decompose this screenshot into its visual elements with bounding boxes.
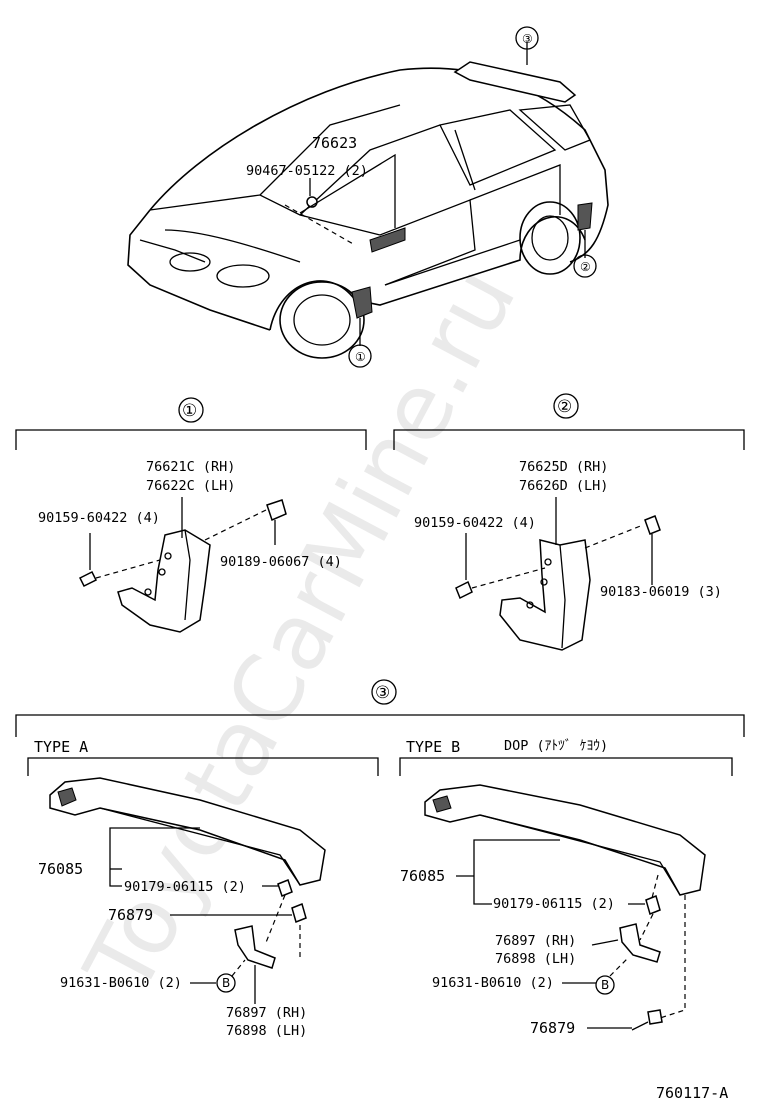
section-2-rh: 76625D (RH) [519,459,608,475]
type-a-spoiler-shape [49,777,326,886]
section-3-rear-spoiler: ③ TYPE A 76085 90179-06115 (2) 76879 [15,679,745,1039]
section-1-lh: 76622C (LH) [146,478,235,494]
type-b-nut: 90179-06115 (2) [493,896,615,912]
type-b-clip-marker: B [595,975,615,995]
overview-callout-2: ② [573,254,597,278]
section-2-rear-mudguard: ② 76625D (RH) 76626D (LH) 90159-60422 (4… [393,393,745,651]
callout-3-text: ③ [522,32,533,46]
watermark-text: ToyotaCarMine.ru [64,250,536,1011]
type-b-clip: 91631-B0610 (2) [432,975,554,991]
type-b-bracket-lh: 76898 (LH) [495,951,576,967]
section-1-marker: ① [182,401,197,421]
section-2-nut: 90183-06019 (3) [600,584,722,600]
front-mudguard-shape [117,529,211,633]
type-b-group: TYPE B DOP (ｱﾄﾂﾞ ｹﾖｳ) 76085 90179-06115 … [399,738,733,1037]
diagram-code: 760117-A [656,1084,728,1102]
overview-callout-3: ③ [515,26,539,50]
overview-callout-1: ① [348,344,372,368]
type-b-clip-marker-text: B [601,978,609,992]
type-a-spoiler: 76085 [38,860,83,878]
type-a-clip-marker-text: B [222,976,230,990]
callout-1-text: ① [355,350,366,364]
type-a-cover: 76879 [108,906,153,924]
overview-labels: 76623 90467-05122 (2) ③ ② ① [246,26,597,368]
type-a-group: TYPE A 76085 90179-06115 (2) 76879 91631… [27,738,379,1039]
section-2-lh: 76626D (LH) [519,478,608,494]
type-a-bracket-shape [234,925,276,969]
section-1-screw: 90159-60422 (4) [38,510,160,526]
type-a-clip: 91631-B0610 (2) [60,975,182,991]
type-b-subtitle: DOP (ｱﾄﾂﾞ ｹﾖｳ) [504,738,608,754]
type-b-spoiler-shape [424,784,706,896]
overview-bolt-label: 90467-05122 (2) [246,163,368,179]
type-b-spoiler: 76085 [400,867,445,885]
section-1-rh: 76621C (RH) [146,459,235,475]
car-overview [127,42,609,359]
type-a-title: TYPE A [34,738,88,756]
type-b-title: TYPE B [406,738,460,756]
type-a-bracket-rh: 76897 (RH) [226,1005,307,1021]
rear-mudguard-shape [499,539,591,651]
section-2-screw: 90159-60422 (4) [414,515,536,531]
type-b-bracket-rh: 76897 (RH) [495,933,576,949]
watermark: ToyotaCarMine.ru [64,250,536,1011]
overview-part-76623: 76623 [312,134,357,152]
section-3-marker: ③ [375,683,390,703]
type-b-bracket-shape [619,923,661,963]
type-b-cover: 76879 [530,1019,575,1037]
section-1-front-mudguard: ① 76621C (RH) 76622C (LH) 90159-60422 (4… [15,397,367,633]
section-2-marker: ② [557,397,572,417]
section-1-nut: 90189-06067 (4) [220,554,342,570]
type-a-clip-marker: B [216,973,236,993]
callout-2-text: ② [580,260,591,274]
type-a-nut: 90179-06115 (2) [124,879,246,895]
type-a-bracket-lh: 76898 (LH) [226,1023,307,1039]
